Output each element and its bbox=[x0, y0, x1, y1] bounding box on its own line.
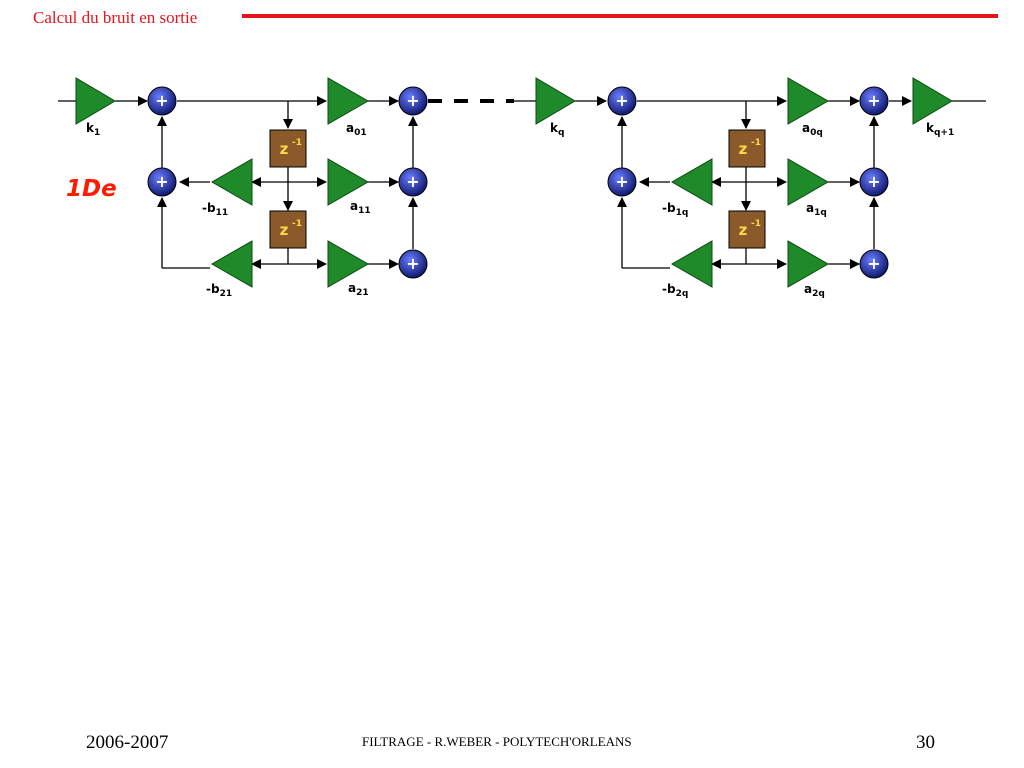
label-b1q: -b1q bbox=[662, 201, 688, 218]
label-b21: -b21 bbox=[206, 282, 232, 299]
svg-text:-1: -1 bbox=[751, 219, 761, 229]
gain-a0q bbox=[787, 77, 830, 125]
adder-output-1: + bbox=[398, 86, 428, 116]
svg-text:z: z bbox=[739, 221, 748, 239]
adder-input-q: + bbox=[607, 86, 637, 116]
svg-text:z: z bbox=[280, 221, 289, 239]
adder-output-q: + bbox=[859, 86, 889, 116]
adder-feedback-q: + bbox=[607, 167, 637, 197]
adder-bottom-1: + bbox=[398, 249, 428, 279]
adder-mid-q: + bbox=[859, 167, 889, 197]
title-rule bbox=[242, 14, 998, 18]
gain-a1q bbox=[787, 158, 830, 206]
footer-page-number: 30 bbox=[916, 732, 935, 753]
gain-b21 bbox=[210, 240, 253, 288]
delay-block-qa: z-1 bbox=[728, 129, 766, 168]
adder-feedback-1: + bbox=[147, 167, 177, 197]
adder-mid-1: + bbox=[398, 167, 428, 197]
svg-text:+: + bbox=[867, 172, 880, 191]
svg-text:+: + bbox=[406, 254, 419, 273]
adder-bottom-q: + bbox=[859, 249, 889, 279]
svg-text:+: + bbox=[867, 254, 880, 273]
label-a01: a01 bbox=[346, 121, 367, 138]
label-b2q: -b2q bbox=[662, 282, 688, 299]
svg-text:-1: -1 bbox=[292, 219, 302, 229]
svg-text:+: + bbox=[615, 172, 628, 191]
gain-a11 bbox=[327, 158, 370, 206]
label-kq: kq bbox=[550, 121, 564, 138]
gain-kq-plus-1 bbox=[912, 77, 953, 125]
gain-a01 bbox=[327, 77, 370, 125]
delay-block-qb: z-1 bbox=[728, 210, 766, 249]
gain-b1q bbox=[670, 158, 713, 206]
label-a1q: a1q bbox=[806, 201, 827, 218]
label-a21: a21 bbox=[348, 281, 369, 298]
label-a11: a11 bbox=[350, 199, 371, 216]
delay-block-1b: z-1 bbox=[269, 210, 307, 249]
gain-b2q bbox=[670, 240, 713, 288]
svg-text:+: + bbox=[155, 172, 168, 191]
slide-title: Calcul du bruit en sortie bbox=[33, 8, 198, 27]
footer-year: 2006-2007 bbox=[86, 732, 169, 753]
label-a2q: a2q bbox=[804, 282, 825, 299]
biquad-section-q bbox=[514, 96, 986, 269]
gain-kq bbox=[535, 77, 576, 125]
adder-input-1: + bbox=[147, 86, 177, 116]
gain-a2q bbox=[787, 240, 830, 288]
label-k1: k1 bbox=[86, 121, 100, 138]
biquad-section-1 bbox=[58, 96, 418, 269]
svg-text:-1: -1 bbox=[292, 138, 302, 148]
svg-text:+: + bbox=[406, 91, 419, 110]
gain-a21 bbox=[327, 240, 370, 288]
footer-author: FILTRAGE - R.WEBER - POLYTECH'ORLEANS bbox=[362, 734, 632, 749]
svg-text:z: z bbox=[280, 140, 289, 158]
svg-text:-1: -1 bbox=[751, 138, 761, 148]
label-a0q: a0q bbox=[802, 121, 823, 138]
svg-text:+: + bbox=[615, 91, 628, 110]
label-kq1: kq+1 bbox=[926, 121, 954, 138]
structure-tag: 1De bbox=[66, 176, 117, 202]
svg-text:z: z bbox=[739, 140, 748, 158]
gain-k1 bbox=[75, 77, 116, 125]
delay-block-1a: z-1 bbox=[269, 129, 307, 168]
gain-b11 bbox=[210, 158, 253, 206]
label-b11: -b11 bbox=[202, 201, 228, 218]
svg-text:+: + bbox=[867, 91, 880, 110]
svg-text:+: + bbox=[155, 91, 168, 110]
svg-text:+: + bbox=[406, 172, 419, 191]
